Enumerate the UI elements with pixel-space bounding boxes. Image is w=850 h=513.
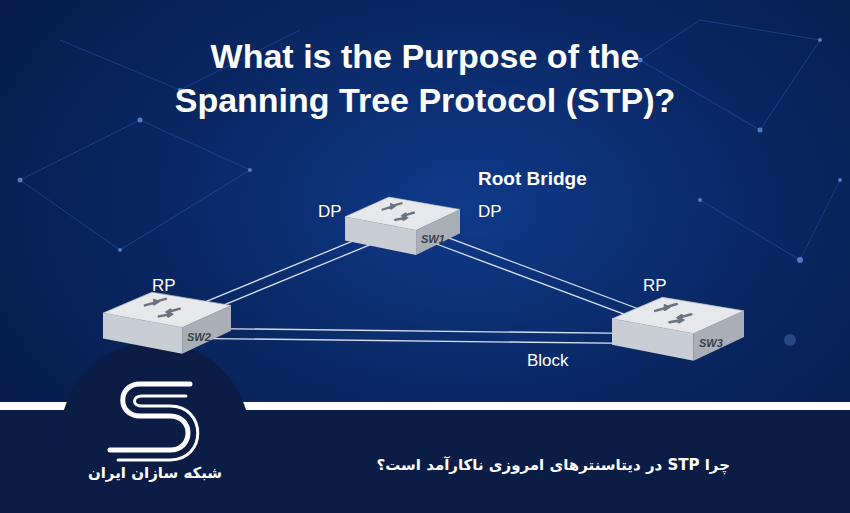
double-link bbox=[432, 233, 643, 320]
logo-circle: شبکه سازان ایران bbox=[62, 344, 248, 513]
switch-box: SW3 bbox=[612, 295, 744, 363]
port-label: RP bbox=[643, 276, 667, 296]
switch-box: SW1 bbox=[345, 195, 460, 257]
role-label: Root Bridge bbox=[478, 168, 587, 190]
link-line bbox=[432, 243, 640, 321]
switch-name: SW1 bbox=[421, 233, 445, 245]
link-line bbox=[204, 244, 373, 313]
logo-mark bbox=[62, 344, 248, 513]
link-line bbox=[212, 329, 632, 334]
logo-text: شبکه سازان ایران bbox=[62, 464, 248, 482]
link-line bbox=[212, 339, 632, 344]
switch-box: SW2 bbox=[103, 290, 231, 356]
port-label: DP bbox=[318, 202, 342, 222]
double-link bbox=[200, 234, 372, 313]
title: What is the Purpose of the Spanning Tree… bbox=[60, 34, 790, 122]
link-line bbox=[436, 233, 644, 311]
switch-shape bbox=[345, 195, 460, 257]
link-line bbox=[200, 234, 369, 303]
switch-shape bbox=[612, 295, 744, 363]
switch-name: SW2 bbox=[187, 331, 211, 343]
caption: چرا STP در دیتاسنترهای امروزی ناکارآمد ا… bbox=[377, 456, 730, 474]
double-link bbox=[212, 329, 632, 344]
switch-name: SW3 bbox=[699, 337, 723, 349]
port-label: DP bbox=[478, 202, 502, 222]
switch-shape bbox=[103, 290, 231, 356]
link-label: Block bbox=[527, 351, 569, 371]
